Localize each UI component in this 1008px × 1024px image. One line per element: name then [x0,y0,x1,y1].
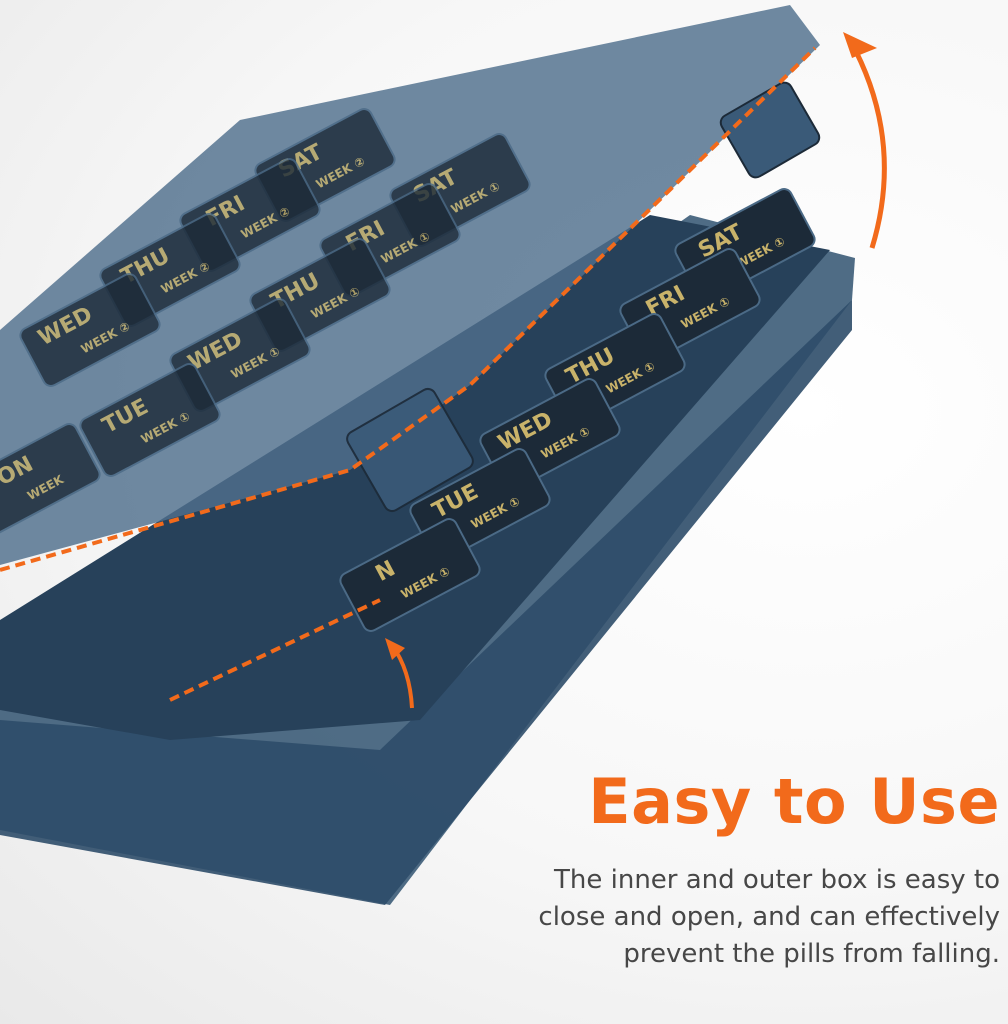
description-line: The inner and outer box is easy to [554,865,1000,895]
compartment-lid [19,273,161,387]
description-line: prevent the pills from falling. [623,939,1000,969]
lid-clip [719,81,821,179]
compartment-lid [79,363,221,477]
lid-clip [346,387,474,513]
description-line: close and open, and can effectively [538,902,1000,932]
compartment-lid [0,423,101,537]
dashed-open-line [0,46,817,572]
description: The inner and outer box is easy to close… [480,862,1000,973]
headline: Easy to Use [588,765,1000,838]
outer-case-front [0,300,852,905]
arrowhead-icon [385,638,405,660]
arrowhead-icon [843,32,877,58]
open-arrow-icon [847,38,887,249]
dashed-open-line [169,598,381,702]
